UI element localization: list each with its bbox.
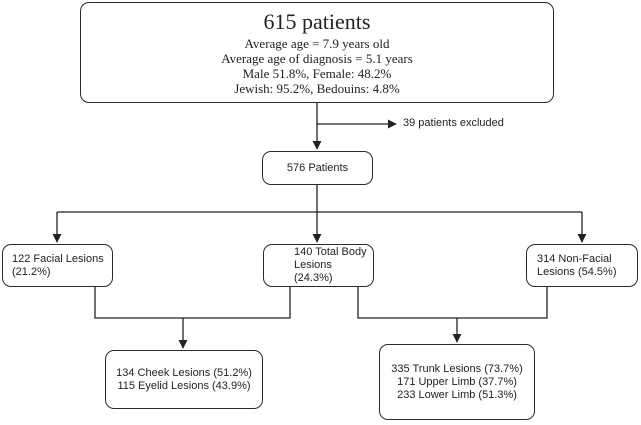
- included-patients-box: 576 Patients: [262, 151, 373, 185]
- line-total-to-merge-right: [357, 287, 457, 319]
- sex-ratio-text: Male 51.8%, Female: 48.2%: [242, 66, 392, 81]
- facial-lesions-box: 122 Facial Lesions (21.2%): [2, 244, 113, 287]
- trunk-lesions-text: 335 Trunk Lesions (73.7%): [391, 362, 523, 375]
- excluded-label: 39 patients excluded: [403, 117, 504, 129]
- average-age-text: Average age = 7.9 years old: [244, 36, 390, 51]
- included-patients-label: 576 Patients: [286, 161, 349, 174]
- total-patients-title: 615 patients: [263, 9, 371, 34]
- total-body-line2: Lesions (24.3%): [294, 259, 333, 284]
- cheek-lesions-text: 134 Cheek Lesions (51.2%): [116, 366, 252, 379]
- facial-detail-box: 134 Cheek Lesions (51.2%) 115 Eyelid Les…: [105, 350, 263, 409]
- total-body-line1: 140 Total Body: [294, 246, 367, 258]
- facial-lesions-line2: (21.2%): [12, 265, 51, 278]
- non-facial-line1: 314 Non-Facial: [537, 252, 612, 265]
- line-nonfacial-to-merge: [457, 287, 548, 319]
- total-patients-box: 615 patients Average age = 7.9 years old…: [80, 2, 554, 103]
- total-body-lesions-box: 140 Total Body Lesions (24.3%): [263, 244, 374, 287]
- eyelid-lesions-text: 115 Eyelid Lesions (43.9%): [117, 379, 251, 392]
- upper-limb-text: 171 Upper Limb (37.7%): [397, 375, 517, 388]
- average-diagnosis-age-text: Average age of diagnosis = 5.1 years: [221, 51, 413, 66]
- non-facial-lesions-box: 314 Non-Facial Lesions (54.5%): [526, 244, 638, 287]
- facial-lesions-line1: 122 Facial Lesions: [12, 252, 104, 265]
- line-total-to-merge: [183, 287, 291, 319]
- ethnicity-text: Jewish: 95.2%, Bedouins: 4.8%: [234, 81, 400, 96]
- nonfacial-detail-box: 335 Trunk Lesions (73.7%) 171 Upper Limb…: [379, 344, 535, 420]
- non-facial-line2: Lesions (54.5%): [537, 265, 617, 278]
- line-facial-to-merge: [94, 287, 183, 319]
- lower-limb-text: 233 Lower Limb (51.3%): [397, 388, 517, 401]
